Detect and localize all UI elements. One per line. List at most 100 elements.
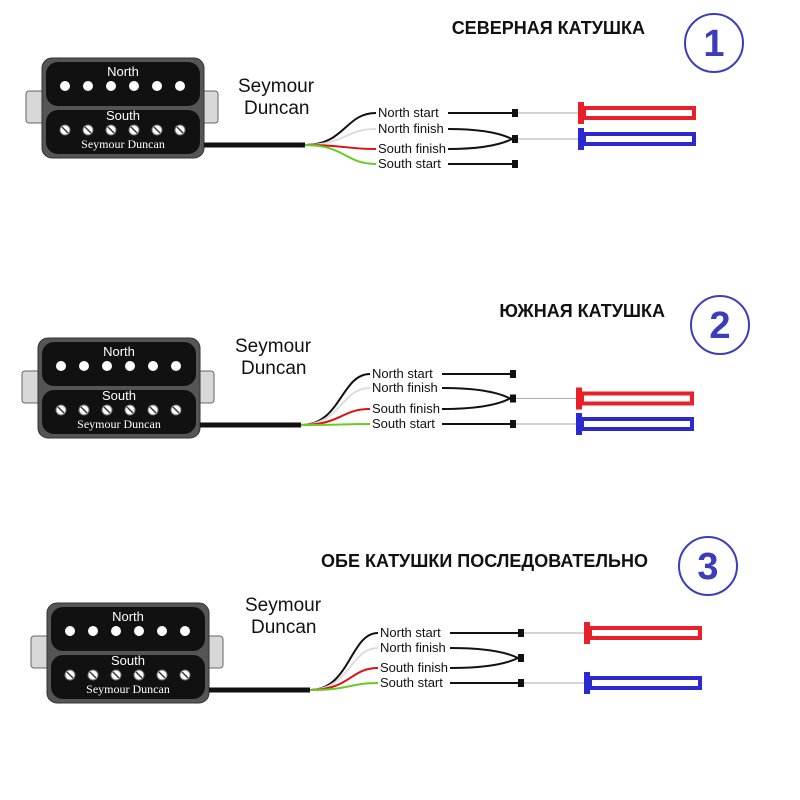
pole-piece	[83, 81, 93, 91]
screw-slot	[158, 671, 166, 679]
brand-line-2: Duncan	[241, 358, 307, 379]
brand-line-1: Seymour	[245, 595, 322, 616]
screw-slot	[126, 406, 134, 414]
south-start-wire	[304, 144, 377, 165]
brand-line-2: Duncan	[251, 617, 317, 638]
pole-piece	[111, 626, 121, 636]
probe-tip	[588, 626, 702, 640]
pole-piece	[180, 626, 190, 636]
south-start-wire	[300, 423, 371, 426]
wire-label-3: South start	[380, 675, 443, 690]
coil-label-north: North	[103, 344, 135, 359]
coil-label-south: South	[111, 653, 145, 668]
pole-piece	[106, 81, 116, 91]
probe-tip	[588, 676, 702, 690]
coil-label-north: North	[112, 609, 144, 624]
pole-piece	[102, 361, 112, 371]
screw-slot	[80, 406, 88, 414]
wire-label-0: North start	[378, 105, 439, 120]
probe-handle	[584, 672, 590, 694]
panel-number: 2	[709, 305, 730, 347]
screw-slot	[57, 406, 65, 414]
screw-slot	[181, 671, 189, 679]
pole-piece	[60, 81, 70, 91]
lead-north-finish	[447, 128, 513, 140]
screw-slot	[84, 126, 92, 134]
wire-connector	[512, 135, 518, 143]
wire-connector	[512, 109, 518, 117]
screw-slot	[66, 671, 74, 679]
south-coil	[42, 390, 196, 434]
screw-slot	[112, 671, 120, 679]
pole-piece	[171, 361, 181, 371]
wire-connector	[510, 370, 516, 378]
north-coil	[42, 342, 196, 386]
lead-south-finish	[449, 657, 519, 669]
screw-slot	[135, 671, 143, 679]
wire-label-2: South finish	[378, 141, 446, 156]
panel-title: ЮЖНАЯ КАТУШКА	[499, 301, 665, 321]
wire-label-0: North start	[380, 625, 441, 640]
screw-slot	[172, 406, 180, 414]
south-start-wire	[309, 682, 379, 691]
wire-label-0: North start	[372, 366, 433, 381]
panel-title: СЕВЕРНАЯ КАТУШКА	[452, 18, 645, 38]
lead-south-finish	[447, 138, 513, 150]
brand-line-1: Seymour	[235, 336, 312, 357]
probe-handle	[576, 413, 582, 435]
wire-label-3: South start	[372, 416, 435, 431]
pole-piece	[125, 361, 135, 371]
pickup-logo: Seymour Duncan	[86, 682, 170, 696]
wire-label-2: South finish	[380, 660, 448, 675]
screw-slot	[89, 671, 97, 679]
number-circle	[684, 13, 744, 73]
probe-tip	[582, 106, 696, 120]
north-start-wire	[300, 373, 371, 426]
coil-label-south: South	[102, 388, 136, 403]
probe-handle	[578, 128, 584, 150]
probe-tip	[580, 391, 694, 406]
coil-label-north: North	[107, 64, 139, 79]
wire-label-1: North finish	[378, 121, 444, 136]
wire-connector	[518, 679, 524, 687]
wire-connector	[510, 394, 516, 403]
number-circle	[690, 295, 750, 355]
probe-tip	[582, 132, 696, 146]
wire-label-2: South finish	[372, 401, 440, 416]
wire-label-3: South start	[378, 156, 441, 171]
pole-piece	[175, 81, 185, 91]
probe-tip	[580, 417, 694, 431]
brand-line-1: Seymour	[238, 76, 315, 97]
wire-connector	[518, 629, 524, 637]
screw-slot	[153, 126, 161, 134]
north-coil	[51, 607, 205, 651]
screw-slot	[130, 126, 138, 134]
wire-label-1: North finish	[372, 380, 438, 395]
pole-piece	[148, 361, 158, 371]
pole-piece	[79, 361, 89, 371]
south-coil	[46, 110, 200, 154]
lead-north-finish	[441, 387, 511, 400]
pickup-logo: Seymour Duncan	[77, 417, 161, 431]
coil-label-south: South	[106, 108, 140, 123]
pole-piece	[157, 626, 167, 636]
probe-handle	[578, 102, 584, 124]
pole-piece	[56, 361, 66, 371]
pole-piece	[152, 81, 162, 91]
lead-north-finish	[449, 647, 519, 659]
screw-slot	[103, 406, 111, 414]
panel-title: ОБЕ КАТУШКИ ПОСЛЕДОВАТЕЛЬНО	[321, 551, 648, 571]
wire-connector	[510, 420, 516, 428]
pole-piece	[65, 626, 75, 636]
screw-slot	[149, 406, 157, 414]
pickup-logo: Seymour Duncan	[81, 137, 165, 151]
south-coil	[51, 655, 205, 699]
probe-handle	[584, 622, 590, 644]
number-circle	[678, 536, 738, 596]
north-coil	[46, 62, 200, 106]
brand-line-2: Duncan	[244, 98, 310, 119]
pole-piece	[129, 81, 139, 91]
panel-number: 1	[703, 23, 724, 65]
